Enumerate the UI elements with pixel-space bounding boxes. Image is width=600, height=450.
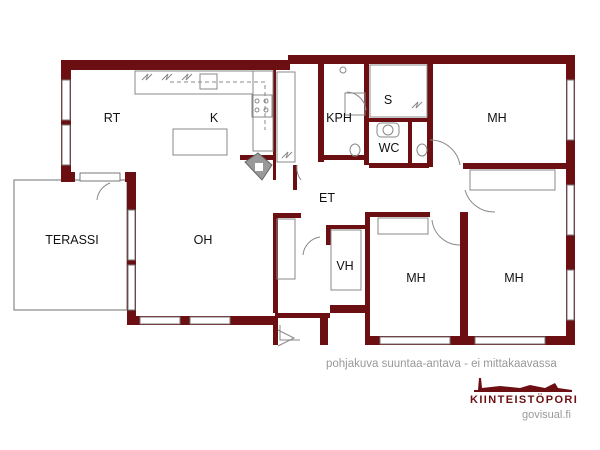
windows (61, 79, 575, 345)
room-label-mh-2: MH (406, 271, 426, 285)
room-label-et: ET (319, 191, 335, 205)
room-label-rt: RT (103, 111, 121, 125)
room-label-terassi: TERASSI (45, 233, 99, 247)
room-label-wc: WC (378, 141, 400, 155)
site-credit: govisual.fi (522, 409, 571, 421)
disclaimer-note: pohjakuva suuntaa-antava - ei mittakaava… (326, 358, 557, 370)
room-label-s: S (383, 93, 393, 107)
brand-logo-text: KIINTEISTÖPORI (470, 394, 579, 406)
room-label-kph: KPH (326, 111, 352, 125)
walls (61, 55, 575, 345)
kitchen-fixtures (96, 64, 556, 347)
terrace (13, 179, 128, 311)
logo-skyline (474, 378, 572, 392)
room-label-k: K (209, 111, 219, 125)
room-label-vh: VH (336, 259, 354, 273)
stove-icon (254, 98, 269, 113)
room-label-oh: OH (193, 233, 213, 247)
shower-and-toilets (339, 66, 428, 157)
room-label-mh-3: MH (504, 271, 524, 285)
room-label-mh-1: MH (487, 111, 507, 125)
